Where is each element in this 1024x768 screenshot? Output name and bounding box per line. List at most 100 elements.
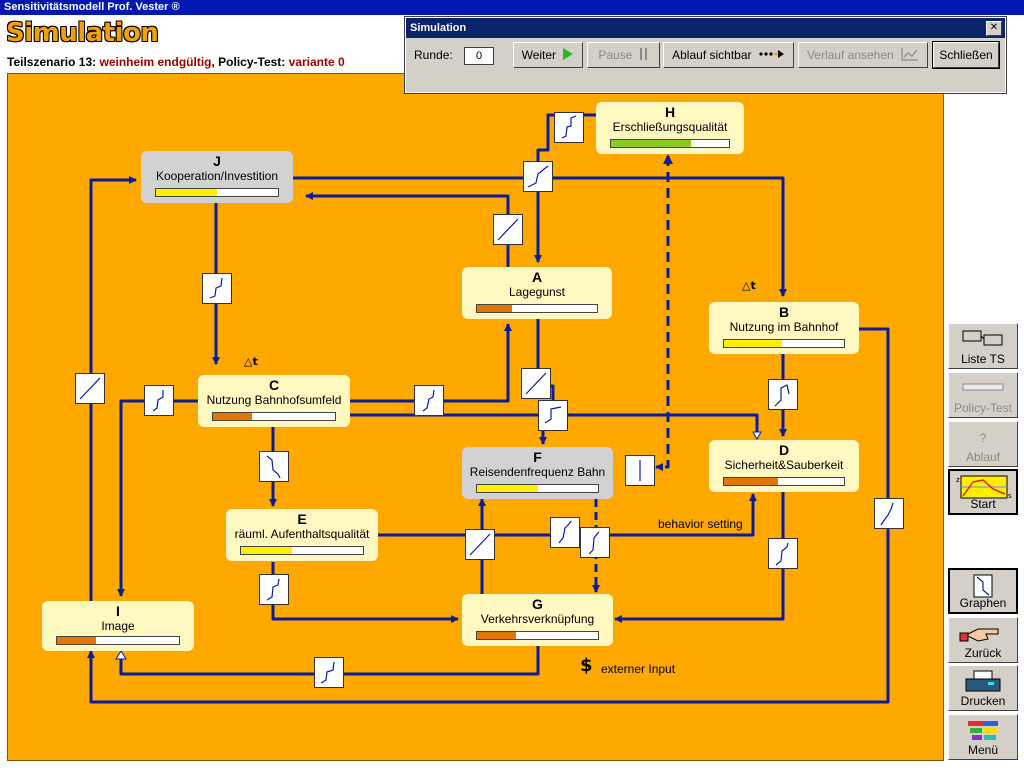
ablauf-button[interactable]: ? Ablauf — [948, 421, 1018, 467]
policy-test-button[interactable]: Policy-Test — [948, 372, 1018, 418]
node-i-level-fill — [57, 637, 97, 644]
graphen-label: Graphen — [959, 596, 1007, 610]
node-b[interactable]: B Nutzung im Bahnhof — [709, 302, 859, 354]
node-d-label: Sicherheit&Sauberkeit — [724, 458, 844, 472]
node-d[interactable]: D Sicherheit&Sauberkeit — [709, 440, 859, 492]
node-f-level-fill — [477, 485, 538, 492]
node-i-letter: I — [116, 603, 120, 619]
arrow-h-f-dashed — [655, 156, 670, 471]
node-j-level-bar — [155, 188, 279, 197]
pause-button[interactable]: Pause — [587, 42, 660, 68]
node-h-level-fill — [611, 140, 692, 147]
external-input-dollar-icon: $ — [580, 655, 593, 676]
arrow-j-b — [293, 176, 787, 297]
function-graph-icon[interactable] — [259, 574, 289, 605]
arrow-e-d — [378, 493, 757, 537]
function-graph-icon[interactable] — [625, 455, 655, 486]
arrow-c-d — [348, 413, 759, 432]
node-b-label: Nutzung im Bahnhof — [729, 320, 839, 334]
menu-button[interactable]: Menü — [948, 714, 1018, 760]
function-graph-icon[interactable] — [580, 527, 610, 558]
simulation-dialog-titlebar[interactable]: Simulation ✕ — [406, 18, 1005, 38]
node-a-letter: A — [531, 269, 543, 285]
graph-icon — [950, 573, 1016, 599]
weiter-button[interactable]: Weiter — [513, 42, 583, 68]
ablauf-sichtbar-button[interactable]: Ablauf sichtbar — [663, 42, 794, 68]
delay-marker-c: △t — [244, 355, 258, 368]
arrow-e-g — [271, 562, 459, 623]
function-graph-icon[interactable] — [550, 517, 580, 548]
simulation-dialog: Simulation ✕ Runde: 0 Weiter Pause Ablau… — [404, 16, 1007, 94]
external-input-label: externer Input — [601, 662, 676, 676]
liste-ts-button[interactable]: Liste TS — [948, 323, 1018, 369]
function-graph-icon[interactable] — [521, 368, 551, 399]
zurueck-button[interactable]: Zurück — [948, 617, 1018, 663]
function-graph-icon[interactable] — [75, 373, 105, 404]
arrow-c-i — [117, 399, 198, 597]
node-a-level-fill — [477, 305, 512, 312]
page-title: Simulation — [6, 18, 159, 48]
runde-field[interactable]: 0 — [464, 47, 494, 65]
svg-text:s: s — [1008, 492, 1012, 500]
node-g-level-fill — [477, 632, 516, 639]
function-graph-icon[interactable] — [554, 112, 584, 143]
delay-marker-b: △t — [742, 279, 756, 292]
function-graph-icon[interactable] — [538, 400, 568, 431]
chart-icon — [901, 48, 919, 61]
node-a[interactable]: A Lagegunst — [462, 267, 612, 319]
function-graph-icon[interactable] — [259, 451, 289, 482]
question-icon: ? — [979, 431, 987, 445]
function-graph-icon[interactable] — [768, 538, 798, 569]
node-i-label: Image — [101, 619, 135, 633]
marker-d-open — [752, 431, 762, 441]
function-graph-icon[interactable] — [314, 657, 344, 688]
scenario-name: weinheim endgültig — [99, 55, 212, 69]
behavior-setting-label: behavior setting — [658, 517, 743, 531]
function-graph-icon[interactable] — [144, 385, 174, 416]
node-a-level-bar — [476, 304, 598, 313]
drucken-button[interactable]: Drucken — [948, 665, 1018, 711]
schliessen-button[interactable]: Schließen — [932, 41, 1000, 69]
function-graph-icon[interactable] — [465, 529, 495, 560]
function-graph-icon[interactable] — [202, 273, 232, 304]
node-b-level-bar — [723, 339, 845, 348]
pause-icon — [639, 48, 647, 60]
verlauf-ansehen-button[interactable]: Verlauf ansehen — [798, 42, 928, 68]
node-i-level-bar — [56, 636, 180, 645]
pointing-hand-icon — [949, 621, 1017, 647]
node-d-level-bar — [723, 477, 845, 486]
window-title: Sensitivitätsmodell Prof. Vester ® — [4, 1, 180, 13]
node-e-label: räuml. Aufenthaltsqualität — [234, 527, 370, 541]
node-b-letter: B — [778, 304, 790, 320]
runde-label: Runde: — [414, 48, 453, 62]
menu-label: Menü — [967, 743, 999, 757]
node-a-label: Lagegunst — [508, 285, 566, 299]
drucken-label: Drucken — [960, 694, 1006, 708]
close-icon[interactable]: ✕ — [986, 21, 1002, 36]
node-i[interactable]: I Image — [42, 601, 194, 651]
function-graph-icon[interactable] — [493, 214, 523, 245]
function-graph-icon[interactable] — [523, 161, 553, 192]
verlauf-ansehen-label: Verlauf ansehen — [806, 48, 894, 62]
graphen-button[interactable]: Graphen — [948, 568, 1018, 614]
function-graph-icon[interactable] — [414, 385, 444, 416]
weiter-label: Weiter — [521, 48, 557, 62]
simulation-dialog-title: Simulation — [410, 22, 467, 34]
node-f[interactable]: F Reisendenfrequenz Bahn — [462, 447, 613, 499]
function-graph-icon[interactable] — [768, 379, 798, 410]
node-j[interactable]: J Kooperation/Investition — [141, 151, 293, 203]
node-g[interactable]: G Verkehrsverknüpfung — [462, 594, 613, 646]
node-e-level-bar — [240, 546, 364, 555]
node-c[interactable]: C Nutzung Bahnhofsumfeld — [198, 375, 350, 427]
arrow-i-j — [89, 176, 137, 601]
node-h[interactable]: H Erschließungsqualität — [596, 102, 744, 154]
function-graph-icon[interactable] — [874, 498, 904, 529]
node-b-level-fill — [724, 340, 782, 347]
printer-icon — [949, 669, 1017, 695]
marker-i-open — [115, 650, 127, 660]
node-e[interactable]: E räuml. Aufenthaltsqualität — [226, 509, 378, 561]
node-g-level-bar — [476, 631, 599, 640]
policy-test-icon — [949, 376, 1017, 402]
